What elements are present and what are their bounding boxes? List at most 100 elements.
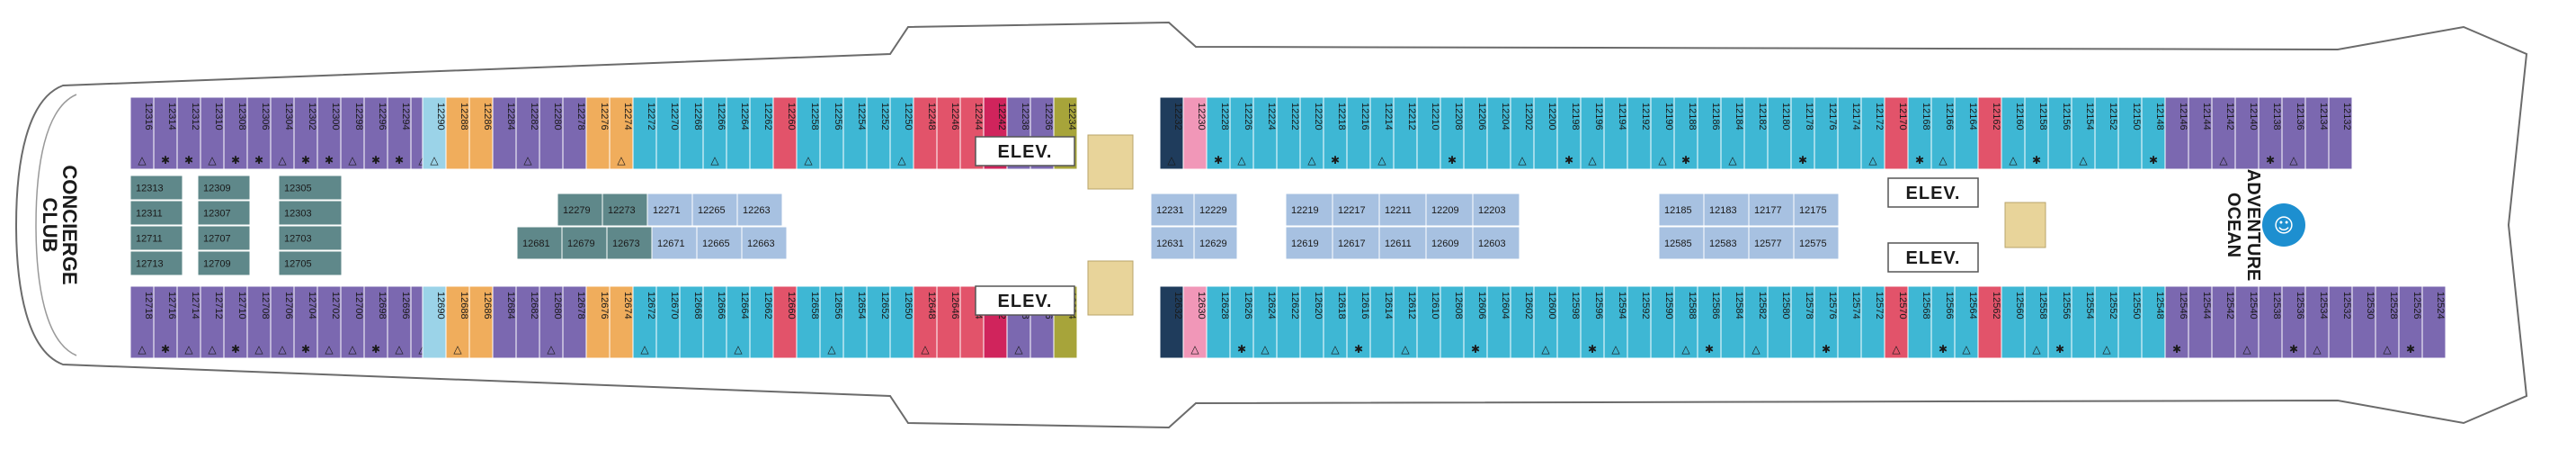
cabin-12218[interactable]: 12218✱ xyxy=(1323,96,1348,170)
cabin-12246[interactable]: 12246 xyxy=(936,96,961,170)
cabin-12608[interactable]: 12608 xyxy=(1440,285,1465,359)
cabin-12618[interactable]: 12618△ xyxy=(1323,285,1348,359)
cabin-12652[interactable]: 12652 xyxy=(866,285,891,359)
cabin-12628[interactable]: 12628 xyxy=(1206,285,1231,359)
cabin-12684[interactable]: 12684 xyxy=(492,285,517,359)
cabin-12673[interactable]: 12673 xyxy=(606,226,653,260)
cabin-12162[interactable]: 12162 xyxy=(1977,96,2002,170)
cabin-12524[interactable]: 12524 xyxy=(2421,285,2447,359)
cabin-12177[interactable]: 12177 xyxy=(1748,193,1795,227)
cabin-12594[interactable]: 12594△ xyxy=(1603,285,1628,359)
cabin-12290[interactable]: 12290△ xyxy=(422,96,447,170)
cabin-12576[interactable]: 12576✱ xyxy=(1814,285,1839,359)
cabin-12629[interactable]: 12629 xyxy=(1193,226,1238,260)
cabin-12676[interactable]: 12676 xyxy=(585,285,611,359)
cabin-12220[interactable]: 12220△ xyxy=(1299,96,1324,170)
cabin-12648[interactable]: 12648△ xyxy=(913,285,938,359)
cabin-12258[interactable]: 12258△ xyxy=(796,96,821,170)
cabin-12222[interactable]: 12222 xyxy=(1276,96,1301,170)
cabin-12140[interactable]: 12140 xyxy=(2234,96,2260,170)
cabin-12182[interactable]: 12182 xyxy=(1743,96,1769,170)
cabin-12670[interactable]: 12670 xyxy=(655,285,681,359)
cabin-12150[interactable]: 12150 xyxy=(2117,96,2143,170)
cabin-12610[interactable]: 12610 xyxy=(1416,285,1441,359)
cabin-12172[interactable]: 12172△ xyxy=(1860,96,1885,170)
cabin-12154[interactable]: 12154△ xyxy=(2071,96,2096,170)
cabin-12268[interactable]: 12268 xyxy=(679,96,704,170)
cabin-12544[interactable]: 12544 xyxy=(2188,285,2213,359)
cabin-12284[interactable]: 12284 xyxy=(492,96,517,170)
cabin-12619[interactable]: 12619 xyxy=(1285,226,1333,260)
cabin-12698[interactable]: 12698✱ xyxy=(363,285,388,359)
cabin-12185[interactable]: 12185 xyxy=(1658,193,1705,227)
cabin-12146[interactable]: 12146 xyxy=(2164,96,2189,170)
cabin-12228[interactable]: 12228✱ xyxy=(1206,96,1231,170)
cabin-12168[interactable]: 12168✱ xyxy=(1907,96,1932,170)
cabin-12170[interactable]: 12170 xyxy=(1884,96,1909,170)
cabin-12580[interactable]: 12580 xyxy=(1767,285,1792,359)
cabin-12184[interactable]: 12184△ xyxy=(1720,96,1745,170)
cabin-12540[interactable]: 12540△ xyxy=(2234,285,2260,359)
cabin-12705[interactable]: 12705 xyxy=(278,250,343,276)
cabin-12208[interactable]: 12208✱ xyxy=(1440,96,1465,170)
cabin-12160[interactable]: 12160△ xyxy=(2001,96,2026,170)
cabin-12622[interactable]: 12622 xyxy=(1276,285,1301,359)
cabin-12216[interactable]: 12216 xyxy=(1346,96,1371,170)
cabin-12678[interactable]: 12678 xyxy=(562,285,587,359)
cabin-12709[interactable]: 12709 xyxy=(197,250,251,276)
cabin-12658[interactable]: 12658 xyxy=(796,285,821,359)
cabin-12280[interactable]: 12280 xyxy=(539,96,564,170)
cabin-12530[interactable]: 12530 xyxy=(2351,285,2376,359)
cabin-12206[interactable]: 12206 xyxy=(1463,96,1488,170)
cabin-12664[interactable]: 12664△ xyxy=(726,285,751,359)
cabin-12671[interactable]: 12671 xyxy=(651,226,698,260)
cabin-12296[interactable]: 12296✱ xyxy=(363,96,388,170)
cabin-12536[interactable]: 12536✱ xyxy=(2281,285,2306,359)
cabin-12276[interactable]: 12276 xyxy=(585,96,611,170)
cabin-12690[interactable]: 12690 xyxy=(422,285,447,359)
cabin-12703[interactable]: 12703 xyxy=(278,225,343,251)
cabin-12274[interactable]: 12274△ xyxy=(609,96,634,170)
cabin-12534[interactable]: 12534△ xyxy=(2304,285,2330,359)
cabin-12588[interactable]: 12588△ xyxy=(1673,285,1698,359)
cabin-12212[interactable]: 12212 xyxy=(1393,96,1418,170)
cabin-12590[interactable]: 12590 xyxy=(1650,285,1675,359)
cabin-12542[interactable]: 12542 xyxy=(2211,285,2236,359)
cabin-12611[interactable]: 12611 xyxy=(1378,226,1427,260)
cabin-12528[interactable]: 12528△ xyxy=(2375,285,2400,359)
cabin-12631[interactable]: 12631 xyxy=(1150,226,1195,260)
cabin-12700[interactable]: 12700△ xyxy=(340,285,365,359)
cabin-12250[interactable]: 12250△ xyxy=(889,96,914,170)
cabin-12713[interactable]: 12713 xyxy=(129,250,183,276)
cabin-12183[interactable]: 12183 xyxy=(1703,193,1750,227)
cabin-12313[interactable]: 12313 xyxy=(129,175,183,201)
cabin-12263[interactable]: 12263 xyxy=(736,193,783,227)
cabin-12178[interactable]: 12178✱ xyxy=(1790,96,1815,170)
cabin-12148[interactable]: 12148✱ xyxy=(2141,96,2166,170)
cabin-12696[interactable]: 12696△ xyxy=(387,285,412,359)
cabin-12156[interactable]: 12156 xyxy=(2047,96,2072,170)
cabin-12602[interactable]: 12602 xyxy=(1510,285,1535,359)
cabin-12650[interactable]: 12650 xyxy=(889,285,914,359)
cabin-12132[interactable]: 12132 xyxy=(2328,96,2353,170)
cabin-12710[interactable]: 12710✱ xyxy=(223,285,248,359)
cabin-12660[interactable]: 12660 xyxy=(772,285,798,359)
cabin-12656[interactable]: 12656△ xyxy=(819,285,844,359)
cabin-12711[interactable]: 12711 xyxy=(129,225,183,251)
cabin-12252[interactable]: 12252 xyxy=(866,96,891,170)
cabin-12682[interactable]: 12682 xyxy=(515,285,540,359)
cabin-12186[interactable]: 12186 xyxy=(1697,96,1722,170)
cabin-12681[interactable]: 12681 xyxy=(516,226,563,260)
cabin-12679[interactable]: 12679 xyxy=(561,226,608,260)
cabin-12665[interactable]: 12665 xyxy=(696,226,743,260)
cabin-12266[interactable]: 12266△ xyxy=(702,96,727,170)
cabin-12202[interactable]: 12202△ xyxy=(1510,96,1535,170)
cabin-12204[interactable]: 12204 xyxy=(1486,96,1511,170)
cabin-12562[interactable]: 12562 xyxy=(1977,285,2002,359)
cabin-12294[interactable]: 12294✱ xyxy=(387,96,412,170)
cabin-12706[interactable]: 12706△ xyxy=(270,285,295,359)
cabin-12550[interactable]: 12550 xyxy=(2117,285,2143,359)
cabin-12708[interactable]: 12708△ xyxy=(246,285,272,359)
cabin-12209[interactable]: 12209 xyxy=(1425,193,1474,227)
cabin-12180[interactable]: 12180 xyxy=(1767,96,1792,170)
